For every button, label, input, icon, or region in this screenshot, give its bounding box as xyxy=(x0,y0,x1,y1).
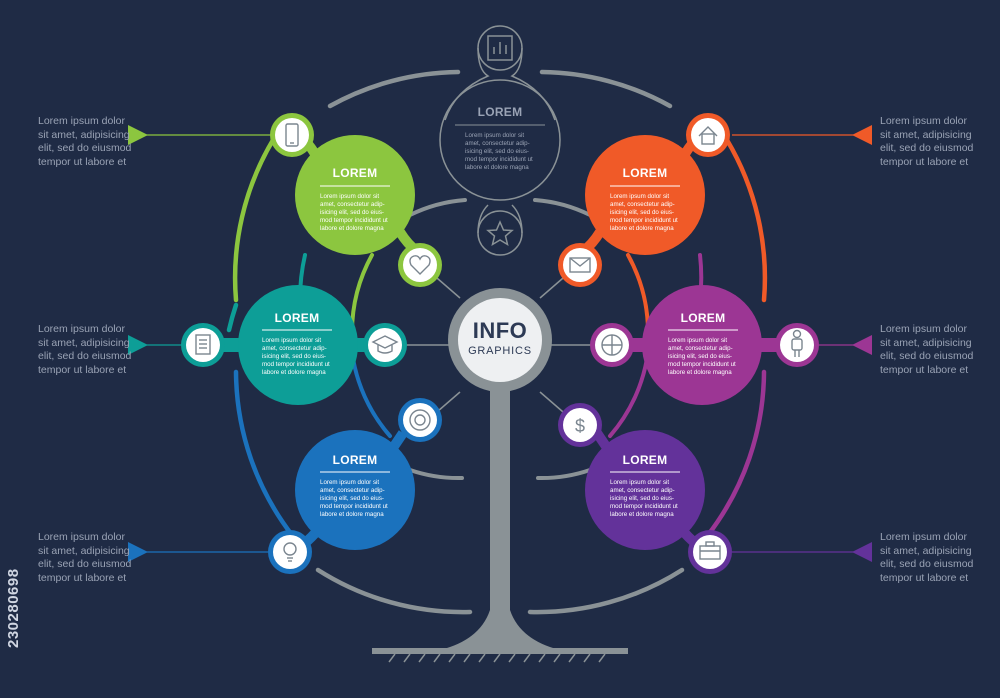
magenta-node xyxy=(590,285,819,405)
smartphone-icon xyxy=(285,123,299,147)
tree-trunk xyxy=(372,380,628,663)
briefcase-icon xyxy=(699,541,721,560)
home-icon xyxy=(698,126,718,145)
outer-ring xyxy=(226,69,768,615)
orange-node-title: LOREM xyxy=(622,166,668,180)
right-pointers xyxy=(732,125,872,562)
teal-node-title: LOREM xyxy=(274,311,320,325)
basketball-icon xyxy=(601,334,623,356)
stock-id-label: 230280698 xyxy=(2,450,22,650)
magenta-node-title: LOREM xyxy=(680,311,726,325)
purple-node-body: Lorem ipsum dolor sit amet, consectetur … xyxy=(610,479,678,518)
side-text-right-middle: Lorem ipsum dolor sit amet, adipisicing … xyxy=(880,323,974,376)
top-node-body: Lorem ipsum dolor sit amet, consectetur … xyxy=(465,132,533,171)
purple-node-title: LOREM xyxy=(622,453,668,467)
top-node xyxy=(439,25,561,256)
green-node-title: LOREM xyxy=(332,166,378,180)
person-icon xyxy=(791,329,803,357)
magenta-node-body: Lorem ipsum dolor sit amet, consectetur … xyxy=(668,337,736,376)
heart-icon xyxy=(409,255,431,275)
light-bulb-icon xyxy=(283,542,297,562)
lifebuoy-icon xyxy=(409,409,431,431)
star-icon xyxy=(486,220,514,247)
green-node-body: Lorem ipsum dolor sit amet, consectetur … xyxy=(320,193,388,232)
stock-id-text: 230280698 xyxy=(5,568,22,648)
teal-node-body: Lorem ipsum dolor sit amet, consectetur … xyxy=(262,337,330,376)
side-text-left-middle: Lorem ipsum dolor sit amet, adipisicing … xyxy=(38,323,132,376)
left-pointers xyxy=(128,125,272,562)
svg-text:$: $ xyxy=(575,416,585,436)
purple-node xyxy=(558,403,732,574)
envelope-icon xyxy=(569,257,591,273)
center-subtitle: GRAPHICS xyxy=(468,345,532,357)
dollar-icon: $ xyxy=(575,416,585,436)
green-node xyxy=(270,113,442,287)
document-icon xyxy=(195,334,211,355)
side-text-left-top: Lorem ipsum dolor sit amet, adipisicing … xyxy=(38,115,132,168)
bar-chart-icon xyxy=(487,35,513,61)
center-hub xyxy=(448,288,552,392)
side-text-right-bottom: Lorem ipsum dolor sit amet, adipisicing … xyxy=(880,531,974,584)
side-text-right-top: Lorem ipsum dolor sit amet, adipisicing … xyxy=(880,115,974,168)
blue-node xyxy=(268,398,442,574)
blue-node-body: Lorem ipsum dolor sit amet, consectetur … xyxy=(320,479,388,518)
blue-node-title: LOREM xyxy=(332,453,378,467)
center-title: INFO xyxy=(472,318,528,343)
graduation-cap-icon xyxy=(371,335,399,354)
top-node-title: LOREM xyxy=(477,105,523,119)
teal-node xyxy=(181,285,407,405)
orange-node-body: Lorem ipsum dolor sit amet, consectetur … xyxy=(610,193,678,232)
side-text-left-bottom: Lorem ipsum dolor sit amet, adipisicing … xyxy=(38,531,132,584)
orange-node xyxy=(558,113,730,287)
